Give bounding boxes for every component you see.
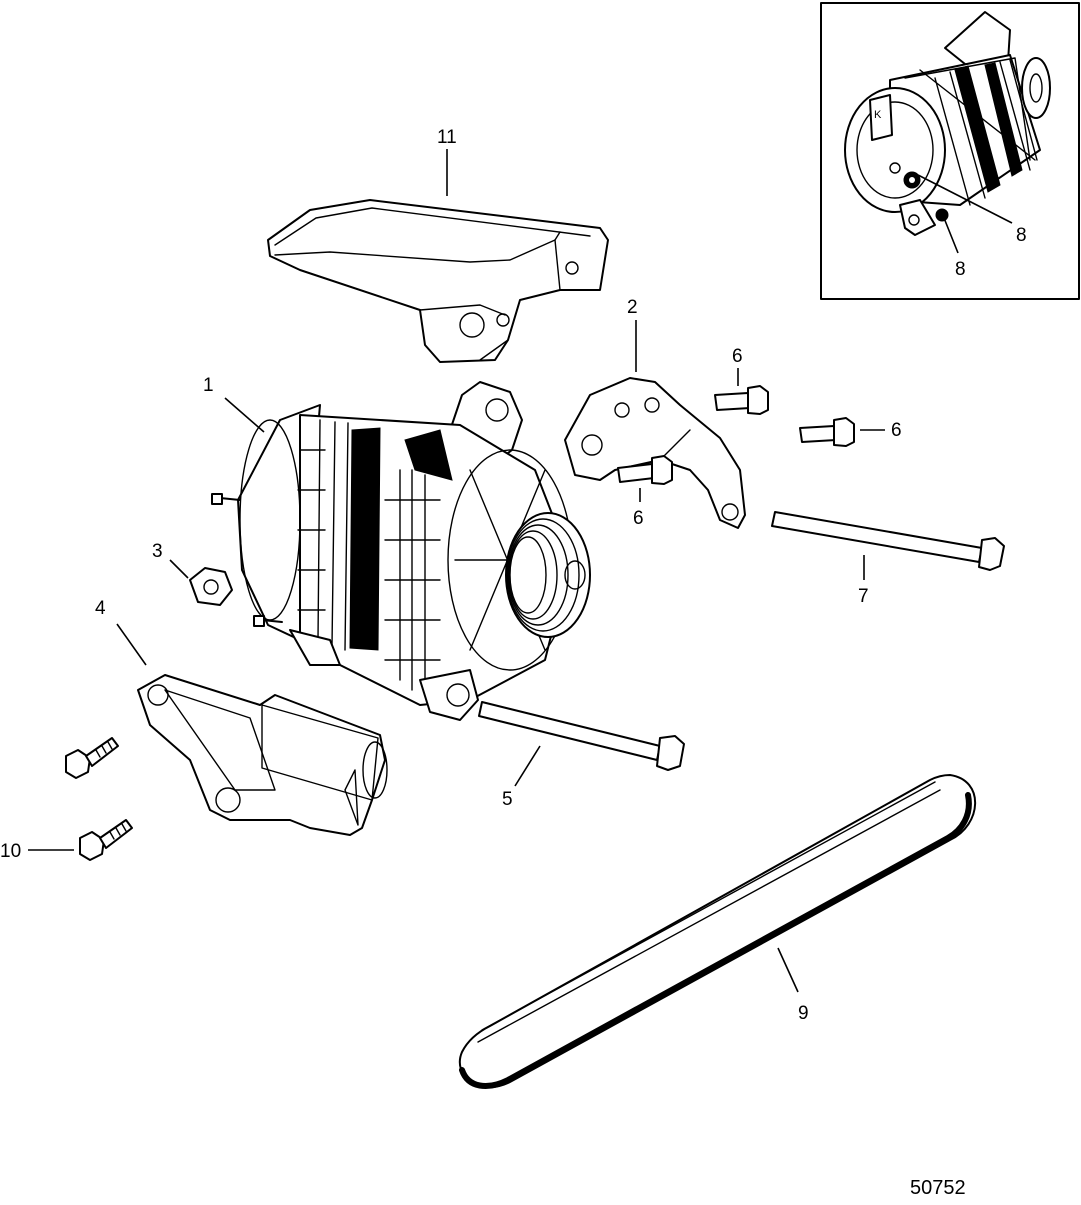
callout-8a: 8 (1016, 225, 1027, 246)
callout-11: 11 (437, 127, 457, 148)
callout-6a: 6 (732, 346, 743, 367)
callout-3: 3 (152, 541, 163, 562)
leader-8a (917, 174, 1013, 224)
leader-5 (514, 745, 541, 787)
brace-bracket-icon (564, 377, 746, 529)
callout-8b: 8 (955, 259, 966, 280)
flange-bolt-icon (799, 417, 855, 447)
callout-7: 7 (858, 586, 869, 607)
long-bolt-icon (478, 701, 685, 771)
screw-icon (79, 819, 133, 861)
leader-1 (224, 397, 265, 433)
long-bolt-icon (771, 511, 1005, 571)
callout-9: 9 (798, 1003, 809, 1024)
callout-10: 10 (0, 841, 21, 862)
leader-3 (169, 559, 189, 579)
callout-2: 2 (627, 297, 638, 318)
svg-text:K: K (874, 109, 882, 121)
callout-6c: 6 (633, 508, 644, 529)
screw-icon (65, 737, 119, 779)
leader-4 (116, 623, 147, 666)
hex-nut-icon (189, 567, 233, 606)
drive-belt-icon (459, 774, 977, 1089)
callout-5: 5 (502, 789, 513, 810)
inset-frame (820, 2, 1080, 300)
mounting-bracket-icon (137, 674, 388, 836)
leader-8b (943, 217, 959, 254)
pulley-guard-icon (267, 199, 609, 363)
figure-number: 50752 (910, 1177, 966, 1199)
leader-9 (777, 947, 799, 993)
inset-alternator-icon: K (844, 11, 1051, 236)
callout-4: 4 (95, 598, 106, 619)
flange-bolt-icon (714, 385, 769, 415)
callout-6b: 6 (891, 420, 902, 441)
inset-view: K 8 8 (820, 2, 1080, 300)
flange-bolt-icon (617, 455, 673, 485)
callout-1: 1 (203, 375, 214, 396)
alternator-icon (211, 381, 591, 721)
